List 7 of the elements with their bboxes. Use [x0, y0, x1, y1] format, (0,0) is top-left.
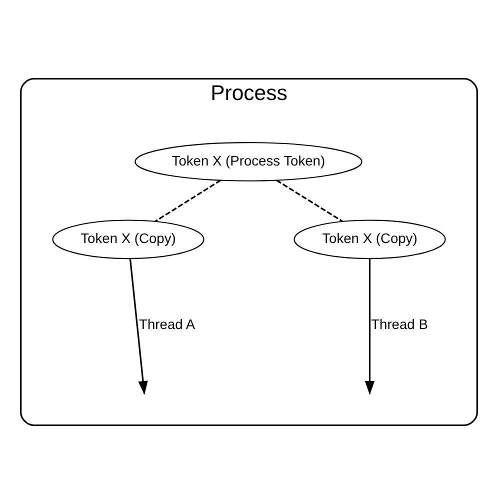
connector	[154, 179, 222, 222]
node-ellipse: Token X (Copy)	[52, 219, 204, 259]
node-ellipse: Token X (Process Token)	[134, 142, 362, 181]
edge-label: Thread B	[371, 316, 428, 332]
edge-label: Thread A	[139, 316, 196, 332]
connector	[276, 179, 344, 222]
node-ellipse: Token X (Copy)	[294, 219, 446, 259]
